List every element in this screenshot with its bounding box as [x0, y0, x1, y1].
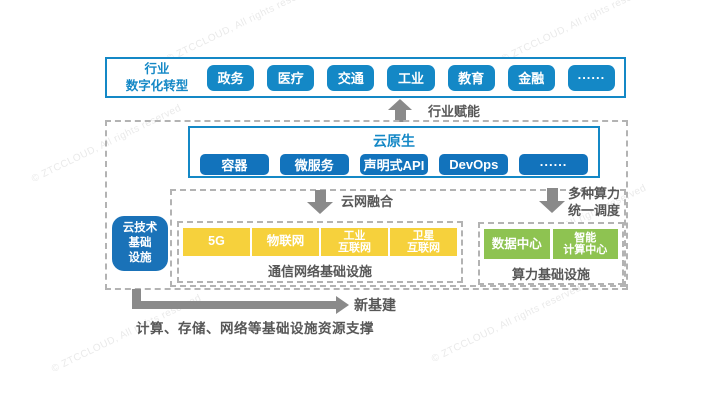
cloud-native-item-more: ...... [519, 154, 588, 175]
industry-item-finance: 金融 [507, 64, 555, 91]
arrow-shaft [314, 190, 326, 202]
cloud-native-item-microservice: 微服务 [279, 154, 349, 175]
industry-item-industry: 工业 [387, 64, 435, 91]
compute-infrastructure-caption: 算力基础设施 [511, 267, 590, 282]
network-infrastructure-caption: 通信网络基础设施 [267, 264, 372, 279]
industry-item-more: ...... [567, 64, 615, 91]
industry-items: 政务 医疗 交通 工业 教育 金融 ...... [207, 64, 615, 91]
compute-item-label: 数据中心 [491, 237, 542, 251]
right-arrow-head-icon [336, 296, 349, 314]
industry-transformation-box: 行业 数字化转型 政务 医疗 交通 工业 教育 金融 ...... [105, 57, 626, 98]
cloud-platform-region [105, 120, 628, 290]
compute-infrastructure-box: 数据中心 智能 计算中心 算力基础设施 [478, 222, 624, 285]
new-infrastructure-label: 新基建 [354, 297, 396, 313]
compute-item-datacenter: 数据中心 [484, 229, 550, 259]
cloud-native-item-api: 声明式API [359, 154, 429, 175]
compute-item-intelligent-computing: 智能 计算中心 [552, 229, 618, 259]
industry-empowerment-label: 行业赋能 [428, 104, 481, 119]
network-item-label: 物联网 [266, 234, 305, 249]
down-arrow-icon [307, 190, 333, 214]
industry-item-government: 政务 [207, 64, 255, 91]
watermark: © ZTCCLOUD, All rights reserved [500, 0, 654, 65]
arrow-shaft [394, 110, 406, 122]
network-item-label-line2: 互联网 [338, 242, 371, 254]
watermark: © ZTCCLOUD, All rights reserved [430, 282, 584, 365]
compute-item-label-line1: 智能 [574, 231, 597, 244]
cloud-tech-infrastructure-box: 云技术 基础 设施 [112, 216, 168, 271]
ellipsis-label: ...... [539, 154, 568, 169]
network-item-5g: 5G [183, 228, 250, 256]
network-item-iot: 物联网 [252, 228, 319, 256]
ellipsis-label: ...... [577, 67, 606, 82]
compute-scheduling-line2: 统一调度 [568, 202, 621, 218]
industry-transformation-label: 行业 数字化转型 [113, 61, 201, 94]
network-item-industrial-internet: 工业 互联网 [321, 228, 388, 256]
compute-items: 数据中心 智能 计算中心 [484, 229, 618, 259]
network-item-label-line2: 互联网 [407, 242, 440, 254]
up-arrow-icon [388, 99, 412, 122]
compute-scheduling-line1: 多种算力 [568, 186, 621, 201]
cloud-tech-line2: 基础 [128, 236, 152, 249]
l-arrow-horizontal [132, 301, 336, 309]
network-infrastructure-box: 5G 物联网 工业 互联网 卫星 互联网 通信网络基础设施 [177, 221, 463, 283]
cloud-native-item-container: 容器 [200, 154, 269, 175]
infrastructure-sub-region [170, 189, 626, 287]
down-arrow-icon [539, 188, 565, 213]
arrow-head [539, 201, 565, 213]
network-item-satellite-internet: 卫星 互联网 [390, 228, 457, 256]
industry-item-education: 教育 [447, 64, 495, 91]
compute-item-label-line2: 计算中心 [563, 244, 608, 256]
cloud-tech-line1: 云技术 [122, 221, 158, 234]
cloud-network-fusion-label: 云网融合 [341, 194, 394, 209]
network-item-label-line1: 工业 [343, 229, 366, 242]
network-items: 5G 物联网 工业 互联网 卫星 互联网 [183, 228, 457, 256]
cloud-native-item-devops: DevOps [439, 154, 509, 175]
l-arrow-vertical [132, 289, 141, 306]
arrow-shaft [546, 188, 558, 201]
industry-label-line1: 行业 [144, 62, 170, 77]
industry-item-medical: 医疗 [267, 64, 315, 91]
arrow-head [388, 99, 412, 110]
cloud-native-items: 容器 微服务 声明式API DevOps ...... [190, 151, 598, 175]
infrastructure-support-text: 计算、存储、网络等基础设施资源支撑 [136, 321, 374, 336]
network-item-label-line1: 卫星 [412, 229, 435, 242]
cloud-native-box: 云原生 容器 微服务 声明式API DevOps ...... [188, 126, 600, 178]
arrow-head [307, 202, 333, 214]
network-item-label: 5G [208, 234, 225, 249]
cloud-tech-line3: 设施 [128, 252, 152, 265]
cloud-native-title: 云原生 [373, 133, 415, 149]
industry-item-transport: 交通 [327, 64, 375, 91]
compute-scheduling-label: 多种算力 统一调度 [568, 186, 620, 220]
watermark: © ZTCCLOUD, All rights reserved [165, 0, 319, 65]
industry-label-line2: 数字化转型 [125, 78, 189, 93]
